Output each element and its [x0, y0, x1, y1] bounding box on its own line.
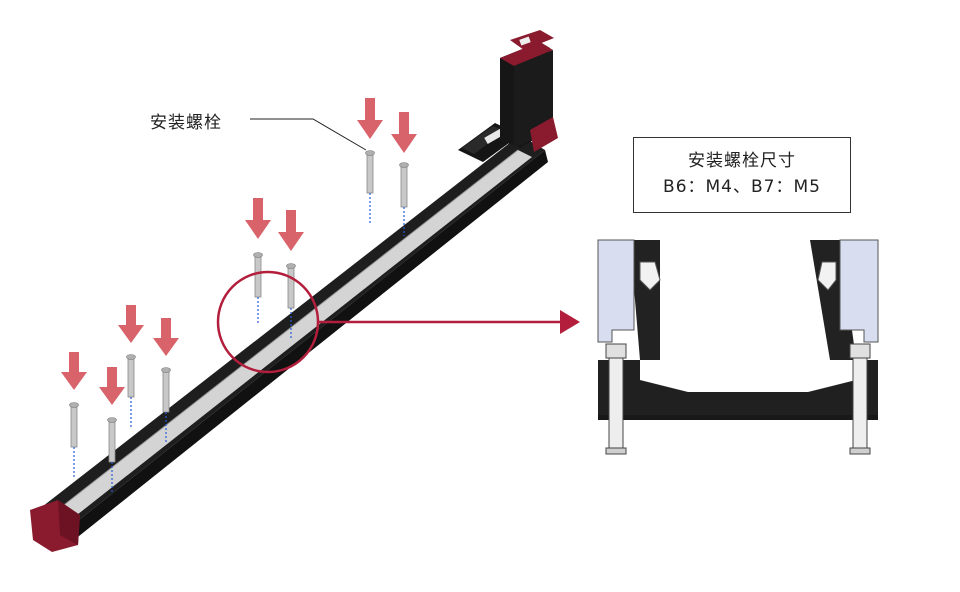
bolt-icon — [126, 354, 136, 428]
arrow-right-icon — [560, 310, 580, 334]
bolt-icon — [286, 263, 296, 338]
motor-end-cap — [530, 117, 558, 152]
arrow-down-icon — [153, 318, 179, 356]
arrow-down-icon — [118, 305, 144, 343]
arrow-down-icon — [278, 210, 304, 251]
bolt-icon — [253, 252, 263, 325]
spec-value: B6：M4、B7：M5 — [663, 177, 821, 197]
arrow-down-icon — [99, 367, 125, 405]
bolt-icon — [161, 367, 171, 443]
cross-section — [597, 239, 879, 455]
bolt-icon — [107, 417, 117, 493]
bolt-size-spec-box: 安装螺栓尺寸 B6：M4、B7：M5 — [633, 137, 851, 213]
linear-actuator — [30, 30, 558, 552]
bolt-icon — [399, 162, 409, 236]
bolt-icon — [365, 150, 375, 223]
section-body — [598, 360, 878, 415]
label-leader-line — [250, 118, 367, 151]
section-cover-left — [597, 239, 635, 343]
bolt-icon — [69, 402, 79, 478]
arrow-down-icon — [245, 198, 271, 239]
rail-side — [60, 150, 548, 548]
arrow-down-icon — [391, 112, 417, 153]
insertion-arrows — [61, 98, 417, 405]
bolt-icon — [849, 343, 871, 455]
section-cover-right — [839, 239, 879, 343]
spec-title: 安装螺栓尺寸 — [688, 151, 796, 171]
mounting-bolt-label: 安装螺栓 — [150, 113, 222, 133]
arrow-down-icon — [357, 98, 383, 139]
rail-cover — [55, 150, 532, 522]
bolt-icon — [605, 343, 627, 455]
mounting-bolts — [69, 150, 409, 493]
arrow-down-icon — [61, 352, 87, 390]
